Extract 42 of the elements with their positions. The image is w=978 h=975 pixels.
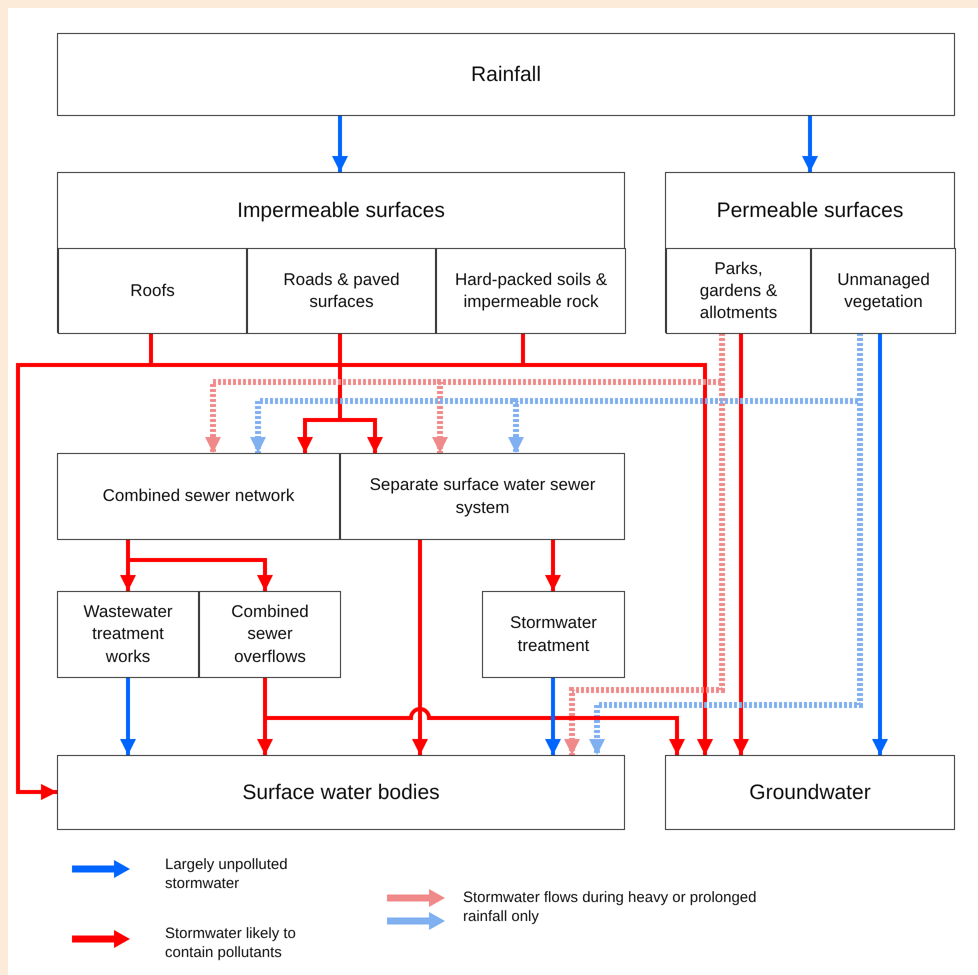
node-label: Parks, gardens & allotments [698,258,778,324]
group-box [57,172,625,333]
node-label: Combined sewer overflows [230,601,310,668]
arrow [545,678,561,755]
arrow [412,540,428,755]
process-box [340,453,625,540]
arrow [332,116,348,172]
legend-text: Largely unpolluted stormwater [165,856,289,894]
node-label: Wastewater treatment works [82,601,174,668]
arrow [872,333,888,755]
process-box [436,248,626,334]
process-box [58,248,247,334]
process-box [811,248,956,334]
node-label: Hard-packed soils & impermeable rock [454,268,608,313]
arrow [263,678,685,755]
node-label: Impermeable surfaces [237,198,445,224]
process-box [57,33,955,116]
arrow [545,540,561,591]
arrow [802,116,818,172]
group-box [665,172,955,333]
process-box [57,453,340,540]
node-label: Unmanaged vegetation [836,268,931,313]
node-label: Separate surface water sewer system [368,474,596,518]
arrow [120,678,136,755]
legend-text: Stormwater flows during heavy or prolonged rainfall only [463,889,758,926]
node-label: Roads & paved surfaces [282,268,401,313]
process-box [482,591,625,678]
node-label: Groundwater [749,780,871,806]
process-box [57,591,199,678]
process-box [247,248,436,334]
node-label: Roofs [130,280,175,302]
process-box [665,755,955,830]
process-box [199,591,341,678]
process-box [666,248,811,334]
node-label: Stormwater treatment [509,612,598,656]
node-label: Permeable surfaces [716,198,904,224]
legend-text: Stormwater likely to contain pollutants [165,925,297,962]
node-label: Combined sewer network [102,485,294,508]
node-label: Surface water bodies [242,780,440,806]
node-label: Rainfall [470,62,542,88]
arrow [733,333,749,755]
process-box [57,755,625,830]
